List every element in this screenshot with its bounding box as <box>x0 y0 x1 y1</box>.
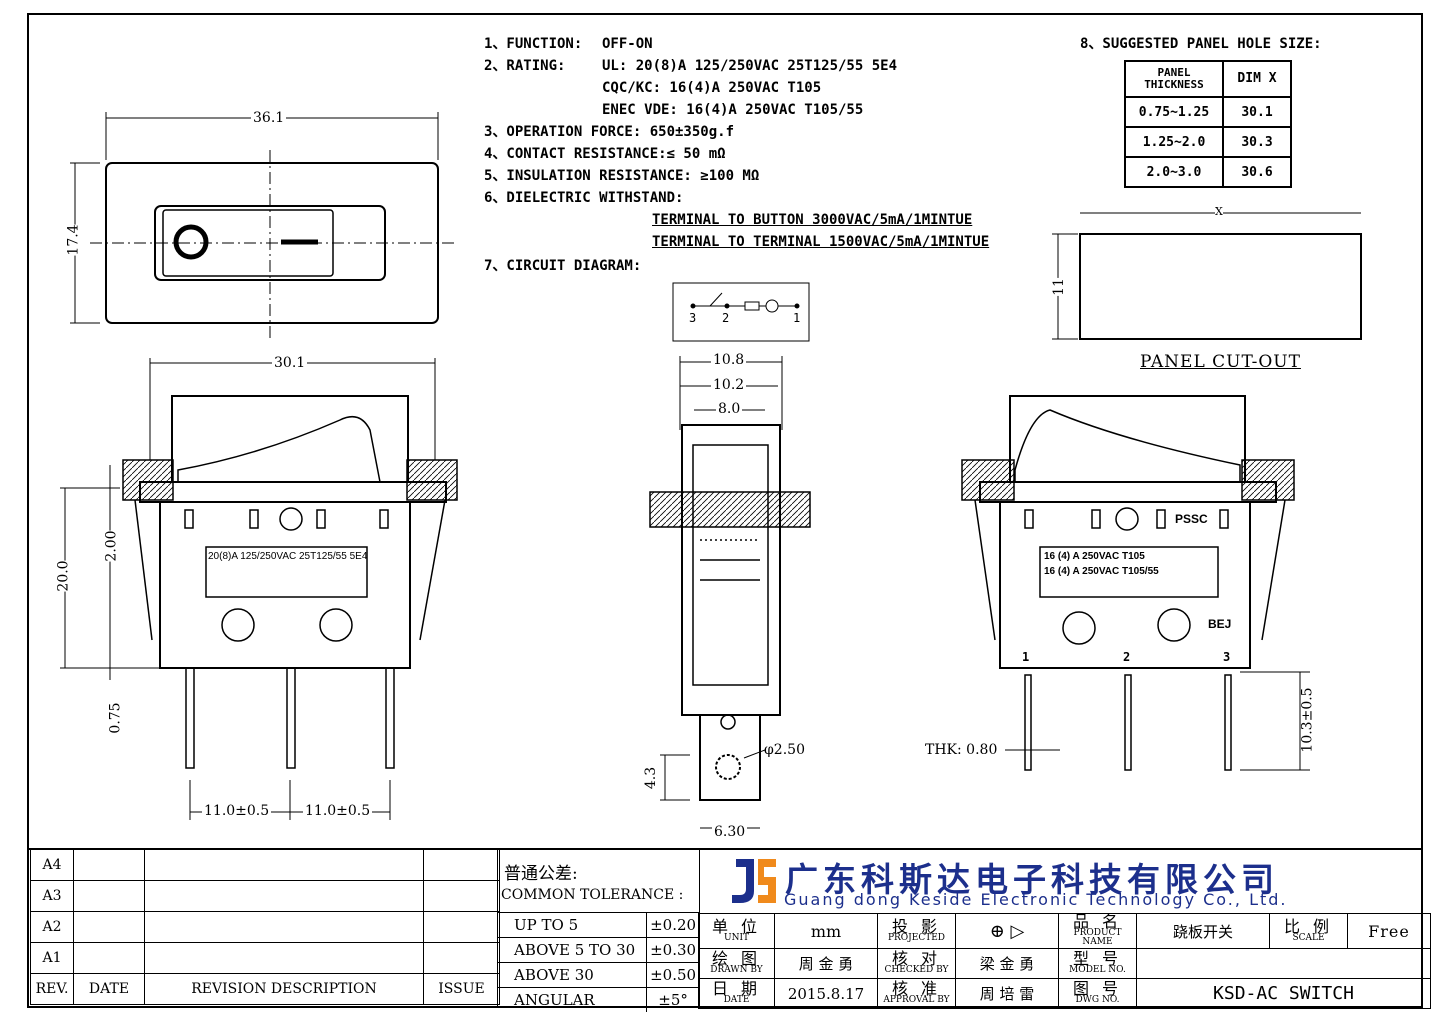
specifications: 1、FUNCTION:OFF-ON 2、RATING:UL: 20(8)A 12… <box>484 36 990 274</box>
circuit-pin-3: 3 <box>689 311 697 325</box>
dim-x: X <box>1215 205 1223 218</box>
back-view <box>961 395 1310 771</box>
circuit-pin-1: 1 <box>793 311 801 325</box>
dim-2: 2.00 <box>103 530 120 562</box>
top-view <box>70 112 455 340</box>
terminal-2: 2 <box>1123 650 1131 664</box>
pssc-mark: PSSC <box>1175 512 1208 526</box>
dim-108: 10.8 <box>711 352 747 368</box>
off-symbol-icon <box>173 224 209 260</box>
dim-height-front: 20.0 <box>55 560 72 592</box>
dim-height-top: 17.4 <box>65 224 82 256</box>
dim-43: 4.3 <box>643 766 660 790</box>
dim-hole: φ2.50 <box>764 742 805 758</box>
dim-630: 6.30 <box>712 824 748 840</box>
bej-mark: BEJ <box>1208 617 1232 631</box>
back-rating-label-2: 16 (4) A 250VAC T105/55 <box>1044 566 1159 577</box>
terminal-3: 3 <box>1223 650 1231 664</box>
dim-80: 8.0 <box>716 401 743 417</box>
circuit-pin-2: 2 <box>722 311 730 325</box>
back-rating-label-1: 16 (4) A 250VAC T105 <box>1044 551 1145 562</box>
company-name-cn: 广东科斯达电子科技有限公司 <box>785 860 1279 899</box>
dim-11: 11 <box>1050 278 1067 296</box>
dim-102: 10.2 <box>711 377 747 393</box>
dim-103: 10.3±0.5 <box>1299 687 1316 753</box>
projection-symbol-icon: ⊕ ▷ <box>955 913 1059 949</box>
dim-width-top: 36.1 <box>251 110 287 126</box>
tolerance-block: 普通公差: COMMON TOLERANCE : UP TO 5±0.20 AB… <box>497 849 700 1012</box>
hole-size-title: 8、SUGGESTED PANEL HOLE SIZE: <box>1080 36 1322 52</box>
company-name-en: Guang dong Keside Electronic Technology … <box>784 890 1288 909</box>
panel-cutout-drawing <box>1052 212 1362 340</box>
dim-width-front: 30.1 <box>272 355 308 371</box>
dim-075: 0.75 <box>107 702 124 734</box>
side-view <box>649 356 811 829</box>
circuit-diagram <box>672 282 810 342</box>
dim-pitch-2: 11.0±0.5 <box>303 803 373 819</box>
company-logo-icon <box>732 859 776 903</box>
front-view <box>60 358 458 820</box>
front-rating-label: 20(8)A 125/250VAC 25T125/55 5E4 <box>208 551 368 562</box>
dim-thk: THK: 0.80 <box>925 742 998 758</box>
panel-cutout-label: PANEL CUT-OUT <box>1140 352 1301 372</box>
terminal-1: 1 <box>1022 650 1030 664</box>
dim-pitch-1: 11.0±0.5 <box>202 803 272 819</box>
